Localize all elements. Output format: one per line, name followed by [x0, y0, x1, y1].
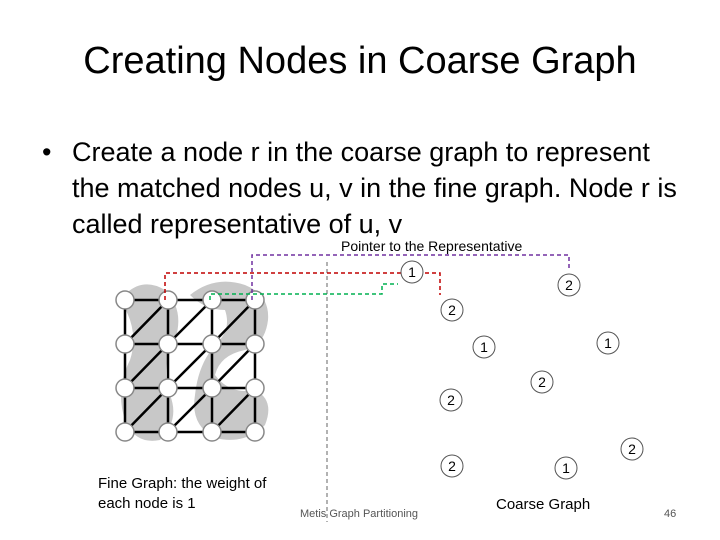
- svg-text:2: 2: [448, 458, 456, 474]
- fine-node: [202, 378, 222, 398]
- coarse-node: 1: [472, 335, 496, 359]
- fine-node: [115, 334, 135, 354]
- fine-graph-nodes: [115, 290, 265, 442]
- fine-node: [245, 290, 265, 310]
- svg-text:1: 1: [408, 264, 416, 280]
- fine-node: [202, 334, 222, 354]
- svg-text:1: 1: [480, 339, 488, 355]
- coarse-node: 2: [440, 298, 464, 322]
- fine-node: [245, 378, 265, 398]
- fine-node: [115, 290, 135, 310]
- coarse-node: 1: [596, 331, 620, 355]
- bullet-symbol: •: [42, 137, 52, 167]
- page-number: 46: [664, 508, 677, 520]
- svg-text:2: 2: [565, 277, 573, 293]
- coarse-graph-caption: Coarse Graph: [496, 496, 591, 513]
- fine-node: [115, 422, 135, 442]
- fine-graph-edges: [123, 298, 257, 434]
- svg-text:2: 2: [538, 374, 546, 390]
- pointer-line-green: [209, 283, 398, 300]
- fine-node: [245, 422, 265, 442]
- coarse-node: 1: [554, 456, 578, 480]
- fine-node: [245, 334, 265, 354]
- fine-node: [158, 422, 178, 442]
- fine-node: [115, 378, 135, 398]
- fine-node: [202, 290, 222, 310]
- coarse-node: 2: [530, 370, 554, 394]
- coarse-node: 2: [620, 437, 644, 461]
- coarse-node: 2: [557, 273, 581, 297]
- coarse-node: 2: [439, 388, 463, 412]
- footer-text: Metis Graph Partitioning: [300, 508, 418, 520]
- pointer-line-purple: [251, 254, 570, 300]
- svg-text:1: 1: [604, 335, 612, 351]
- svg-text:2: 2: [628, 441, 636, 457]
- coarse-node: 1: [400, 260, 424, 284]
- fine-node: [158, 334, 178, 354]
- coarse-node: 2: [440, 454, 464, 478]
- fine-node: [202, 422, 222, 442]
- fine-node: [158, 290, 178, 310]
- coarse-graph-nodes: 1 2 2 1 1 2 2 2: [400, 260, 644, 480]
- svg-text:1: 1: [562, 460, 570, 476]
- pointer-label: Pointer to the Representative: [341, 238, 523, 254]
- svg-text:2: 2: [447, 392, 455, 408]
- slide-title: Creating Nodes in Coarse Graph: [83, 40, 637, 82]
- fine-graph-caption: Fine Graph: the weight of each node is 1: [98, 475, 267, 512]
- pointer-line-red: [164, 272, 441, 300]
- bullet-text: Create a node r in the coarse graph to r…: [72, 137, 677, 239]
- svg-text:2: 2: [448, 302, 456, 318]
- fine-node: [158, 378, 178, 398]
